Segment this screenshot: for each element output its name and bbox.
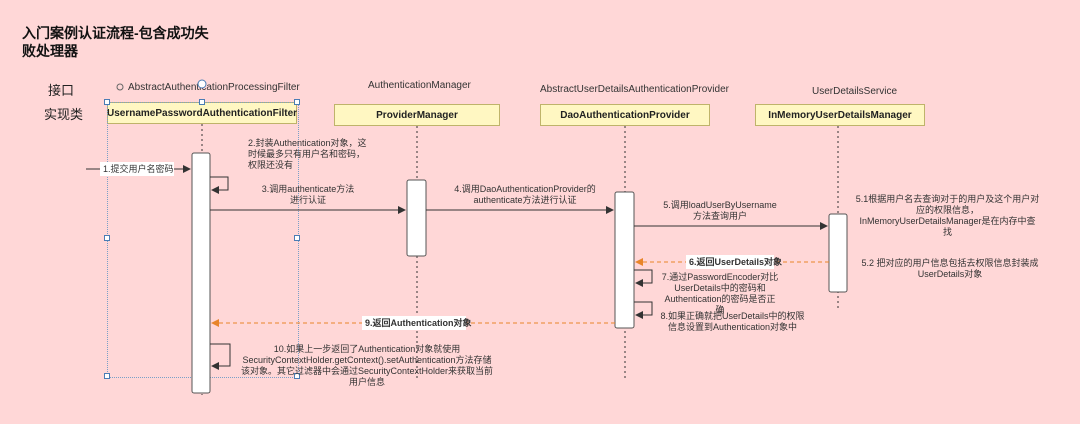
resize-handle[interactable] [104,235,110,241]
class-box-service[interactable]: InMemoryUserDetailsManager [755,104,925,126]
resize-handle[interactable] [199,99,205,105]
message-7-arrow[interactable] [634,269,653,287]
resize-handle[interactable] [104,99,110,105]
message-6-label: 6.返回UserDetails对象 [689,257,783,267]
message-3-label: 3.调用authenticate方法进行认证 [261,184,355,205]
class-box-manager[interactable]: ProviderManager [334,104,500,126]
message-4-label: 4.调用DaoAuthenticationProvider的authentica… [454,184,596,205]
resize-handle[interactable] [294,373,300,379]
message-9-label-bg [362,316,466,330]
activation-filter[interactable] [191,152,211,394]
message-52-label: 5.2 把对应的用户信息包括去权限信息封装成UserDetails对象 [861,258,1039,279]
impl-row-label: 实现类 [44,107,84,122]
resize-handle[interactable] [294,235,300,241]
interface-manager-label: AuthenticationManager [368,80,471,91]
message-5-label: 5.调用loadUserByUsername方法查询用户 [663,200,777,221]
message-2-label: 2.封装Authentication对象，这时候最多只有用户名和密码，权限还没有 [248,138,367,170]
activation-service[interactable] [828,213,848,293]
resize-handle[interactable] [104,373,110,379]
message-10-arrow[interactable] [210,343,231,370]
class-box-provider[interactable]: DaoAuthenticationProvider [540,104,710,126]
activation-provider[interactable] [614,191,635,329]
message-7-label: 7.通过PasswordEncoder对比UserDetails中的密码和Aut… [661,272,779,315]
message-1-label: 1.提交用户名密码 [103,164,174,174]
message-51-label: 5.1根据用户名去查询对于的用户及这个用户对应的权限信息，InMemoryUse… [855,194,1040,237]
message-8-label: 8.如果正确就把UserDetails中的权限信息设置到Authenticati… [660,311,805,332]
message-1-label-bg [100,162,174,176]
interface-circle-icon [116,83,124,91]
diagram-title: 入门案例认证流程-包含成功失败处理器 [22,25,209,59]
interface-row-label: 接口 [48,83,75,98]
message-9-label: 9.返回Authentication对象 [365,318,472,328]
message-2-arrow[interactable] [210,176,229,194]
interface-service-label: UserDetailsService [812,86,898,97]
message-8-arrow[interactable] [634,301,653,319]
message-10-label: 10.如果上一步返回了Authentication对象就使用SecurityCo… [240,344,494,387]
interface-filter-label: AbstractAuthenticationProcessingFilter [128,82,300,93]
activation-manager[interactable] [406,179,427,257]
message-6-label-bg [686,255,774,269]
interface-provider-label: AbstractUserDetailsAuthenticationProvide… [540,84,729,95]
rotate-handle-icon[interactable] [197,79,207,89]
resize-handle[interactable] [294,99,300,105]
